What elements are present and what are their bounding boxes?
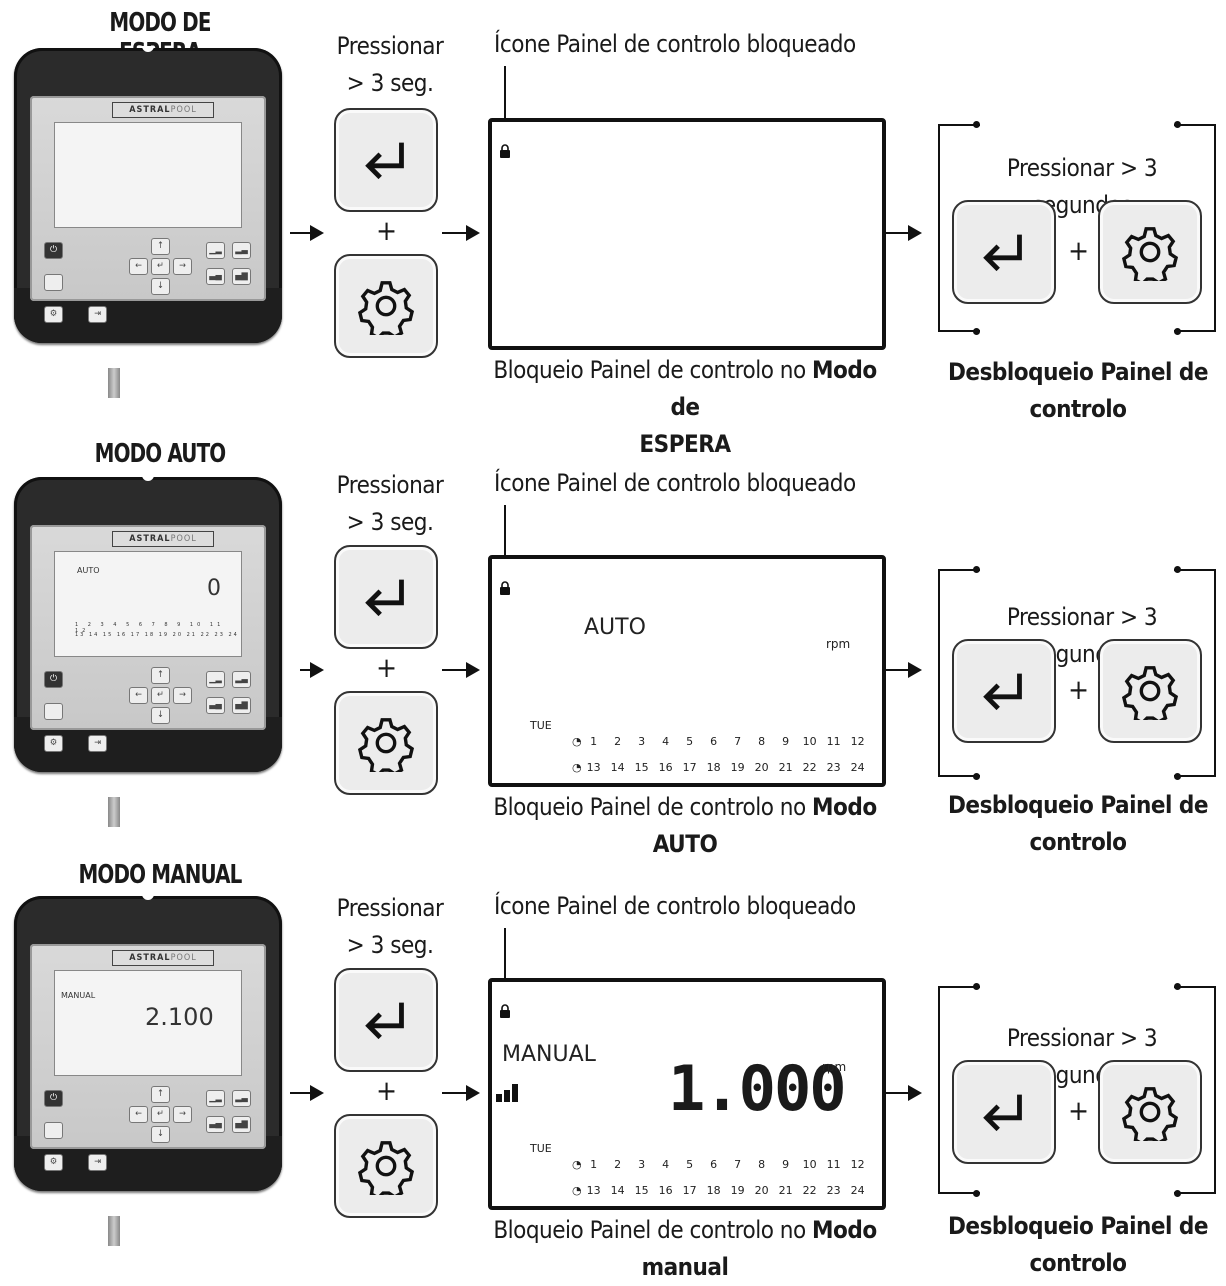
- arrow-right-icon: [886, 225, 922, 241]
- enter-key-icon: [365, 142, 404, 180]
- down-icon[interactable]: ↓: [151, 278, 170, 295]
- left-icon[interactable]: ←: [129, 258, 148, 275]
- enter-key[interactable]: [952, 1060, 1056, 1164]
- brand-logo: ASTRALPOOL: [112, 102, 214, 118]
- locked-icon-label: Ícone Painel de controlo bloqueado: [494, 469, 856, 497]
- device-lcd: [54, 122, 242, 228]
- power-icon[interactable]: ⏻: [44, 242, 63, 259]
- speed4-icon[interactable]: ▄▆: [232, 268, 251, 285]
- press-label: Pressionar> 3 seg.: [336, 32, 444, 97]
- locked-icon-label: Ícone Painel de controlo bloqueado: [494, 892, 856, 920]
- speed-bars-icon: [496, 1084, 518, 1102]
- screen-caption: Bloqueio Painel de controlo no Modo AUTO: [493, 793, 877, 858]
- device-lcd: AUTO 0 1 2 3 4 5 6 7 8 9 10 11 12 13 14 …: [54, 551, 242, 657]
- speed1-icon[interactable]: ▁▂: [206, 242, 225, 259]
- screen-mode: AUTO: [584, 615, 646, 640]
- screen-value: 1.000: [668, 1052, 847, 1125]
- lock-icon: [500, 144, 510, 158]
- screen-day: TUE: [530, 719, 552, 732]
- unlock-panel: Pressionar > 3 segundos +: [938, 121, 1216, 335]
- settings-key[interactable]: [1098, 639, 1202, 743]
- up-icon[interactable]: ↑: [151, 238, 170, 255]
- screen-unit: rpm: [826, 637, 851, 651]
- speed3-icon[interactable]: ▃▄: [206, 268, 225, 285]
- unlock-panel: Pressionar > 3 segundos +: [938, 983, 1216, 1197]
- lcd-screen: [488, 118, 886, 350]
- settings-key[interactable]: [1098, 200, 1202, 304]
- arrow-right-icon: [290, 225, 324, 241]
- press-label: Pressionar> 3 seg.: [336, 471, 444, 536]
- press-label: Pressionar> 3 seg.: [336, 894, 444, 959]
- gear-icon: [357, 281, 415, 335]
- right-icon[interactable]: →: [173, 258, 192, 275]
- gear-icon[interactable]: ⚙: [44, 306, 63, 323]
- mode-title: MODO MANUAL: [78, 860, 242, 890]
- device-lcd: MANUAL 2.100: [54, 970, 242, 1076]
- enter-key[interactable]: [334, 545, 438, 649]
- enter-icon[interactable]: ↵: [151, 258, 170, 275]
- settings-key[interactable]: [334, 1114, 438, 1218]
- controller-device: ASTRALPOOL AUTO 0 1 2 3 4 5 6 7 8 9 10 1…: [14, 475, 282, 772]
- locked-icon-label: Ícone Painel de controlo bloqueado: [494, 30, 856, 58]
- mode-title: MODO AUTO: [94, 439, 227, 469]
- enter-key[interactable]: [952, 639, 1056, 743]
- controller-device: ASTRALPOOL ⏻ ⚙ ⇥ ↑ ← ↵ → ↓ ▁▂ ▂▃ ▃▄ ▄▆: [14, 46, 282, 343]
- dpad: ↑ ← ↵ → ↓: [125, 238, 195, 296]
- unlock-panel: Pressionar > 3 segundos +: [938, 566, 1216, 780]
- controller-device: ASTRALPOOL MANUAL 2.100 ⏻ ⚙ ⇥ ↑ ← ↵ → ↓ …: [14, 894, 282, 1191]
- screen-caption: Bloqueio Painel de controlo no Modo manu…: [493, 1216, 877, 1281]
- screen-day: TUE: [530, 1142, 552, 1155]
- screen-unit: rpm: [822, 1060, 847, 1074]
- settings-key[interactable]: [1098, 1060, 1202, 1164]
- screen-caption: Bloqueio Painel de controlo no Modo de E…: [493, 356, 877, 458]
- screen-mode: MANUAL: [502, 1042, 596, 1067]
- settings-key[interactable]: [334, 254, 438, 358]
- enter-key[interactable]: [334, 108, 438, 212]
- speed2-icon[interactable]: ▂▃: [232, 242, 251, 259]
- enter-key[interactable]: [334, 968, 438, 1072]
- auto-button[interactable]: [44, 274, 63, 291]
- settings-key[interactable]: [334, 691, 438, 795]
- arrow-right-icon: [442, 225, 480, 241]
- exit-icon[interactable]: ⇥: [88, 306, 107, 323]
- enter-key[interactable]: [952, 200, 1056, 304]
